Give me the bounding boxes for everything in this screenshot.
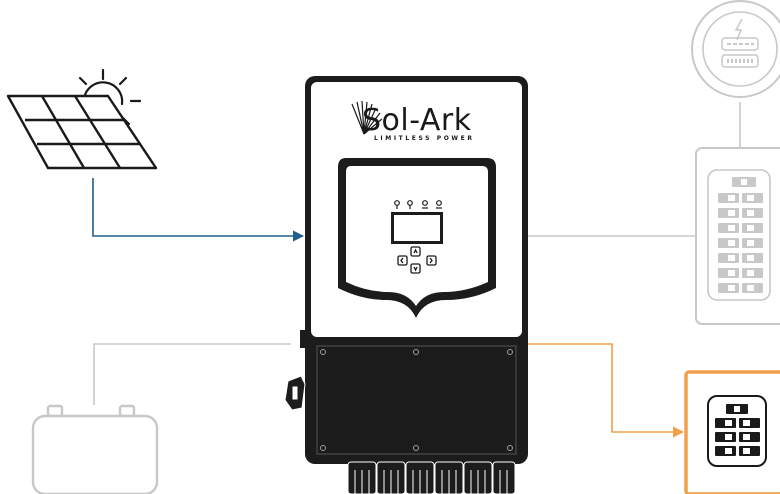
down-button-icon xyxy=(411,264,420,273)
backup-panel-icon xyxy=(686,372,780,494)
electric-meter-icon xyxy=(692,1,780,97)
left-button-icon xyxy=(398,256,407,265)
brand-logo: Sol-Ark LIMITLESS POWER xyxy=(352,101,475,142)
disconnect-switch xyxy=(285,330,308,410)
inverter-to-backup-panel-line xyxy=(528,344,683,432)
up-button-icon xyxy=(411,247,420,256)
battery-icon xyxy=(33,406,157,494)
inverter: Sol-Ark LIMITLESS POWER xyxy=(285,76,528,494)
battery-to-inverter-line xyxy=(94,344,291,405)
lightning-bolt-icon xyxy=(736,19,742,40)
brand-name: Sol-Ark xyxy=(362,103,472,138)
solar-to-inverter-line xyxy=(93,178,303,236)
brand-tagline: LIMITLESS POWER xyxy=(374,135,475,142)
wiring-cover xyxy=(311,341,522,459)
main-panel-icon xyxy=(696,148,780,324)
solar-panel-icon xyxy=(8,70,156,168)
cable-glands xyxy=(348,462,515,494)
